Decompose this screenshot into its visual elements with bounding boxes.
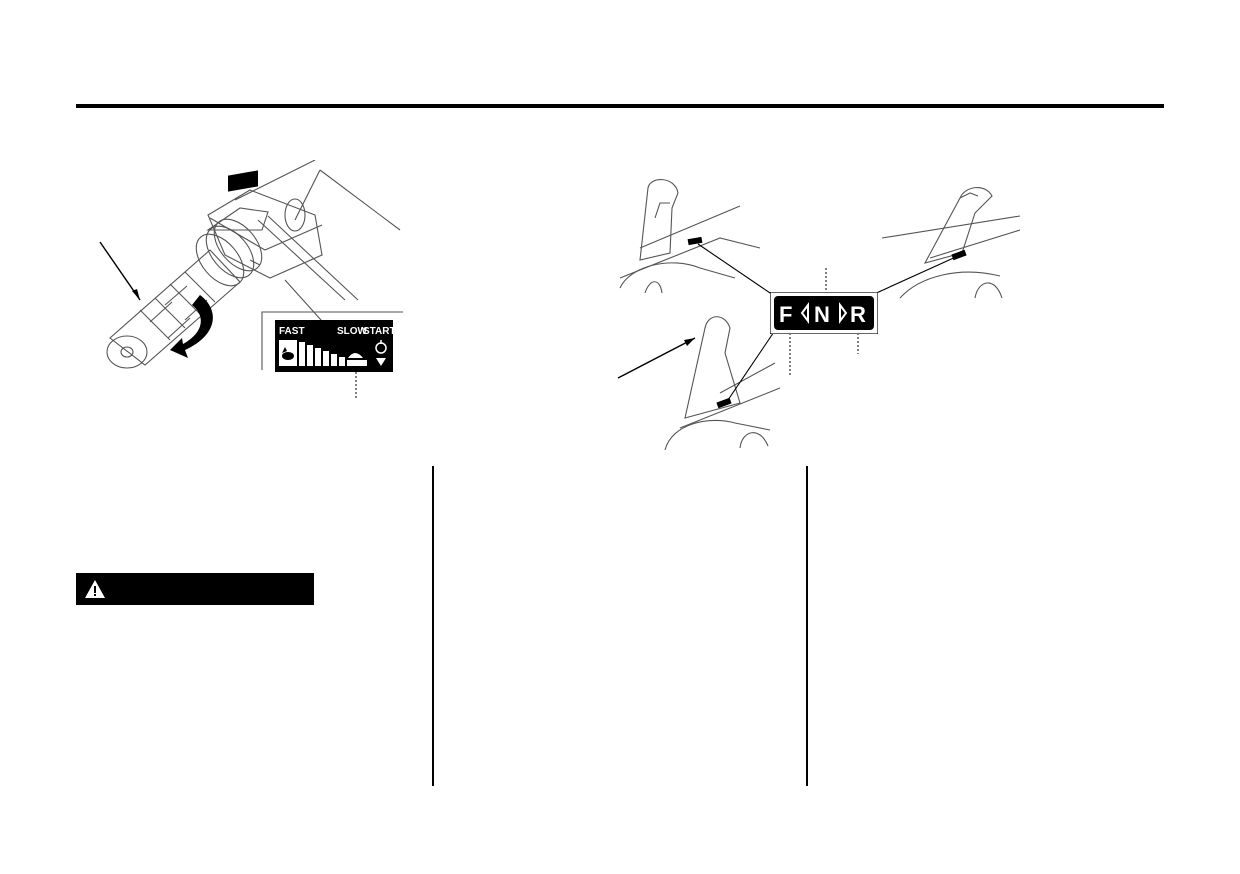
throttle-grip-figure — [99, 160, 403, 398]
fast-label: FAST — [279, 326, 305, 337]
gear-label: F N R — [770, 292, 878, 334]
rabbit-icon — [279, 340, 297, 366]
lever-pointer-line — [617, 337, 696, 379]
shift-levers-figure — [617, 179, 1020, 450]
column-divider-1 — [432, 466, 434, 786]
warning-banner — [76, 573, 314, 605]
warning-triangle-icon — [85, 580, 105, 598]
speed-scale — [299, 342, 367, 366]
arrow-right-icon — [839, 302, 848, 324]
rotation-arrow-icon — [170, 295, 213, 358]
choke-icon — [375, 340, 387, 354]
start-label: START — [363, 326, 393, 337]
arrow-left-icon — [800, 302, 809, 324]
gear-letter-f: F — [779, 302, 792, 327]
turtle-icon — [348, 353, 363, 358]
start-arrow-icon — [376, 358, 386, 366]
throttle-label: FAST SLOW START — [275, 320, 393, 372]
header-rule — [76, 104, 1164, 108]
slow-label: SLOW — [337, 326, 368, 337]
column-divider-2 — [806, 466, 808, 786]
grip-pointer-line — [99, 241, 141, 301]
gear-letter-r: R — [850, 302, 866, 327]
gear-letter-n: N — [814, 302, 830, 327]
